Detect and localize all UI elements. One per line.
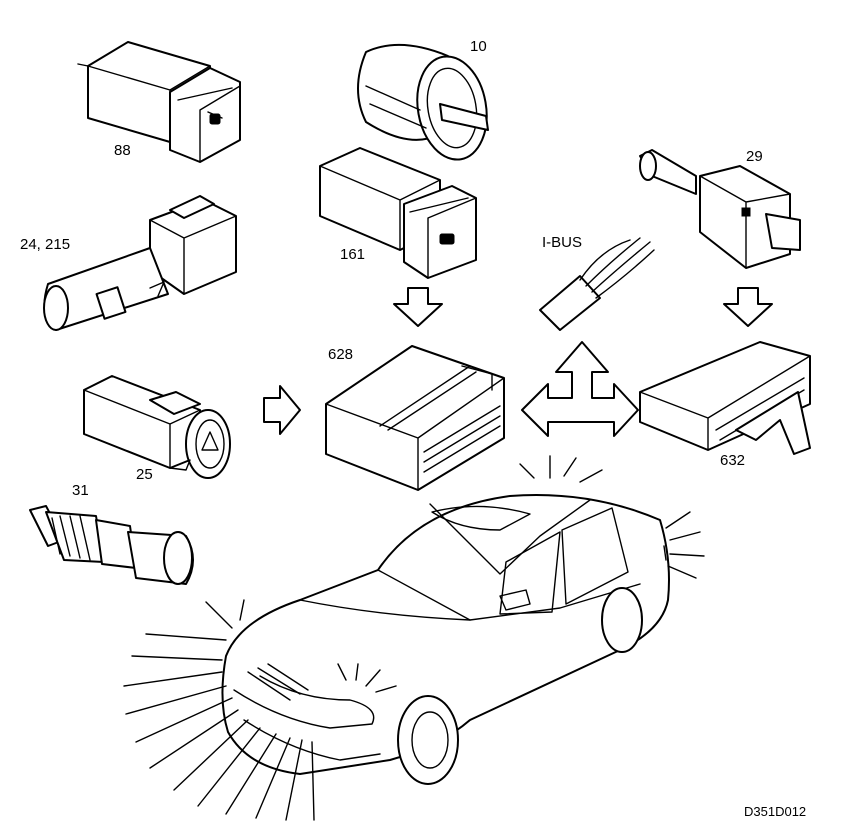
fog-light-switch-icon xyxy=(77,41,241,163)
flow-arrow-icon xyxy=(263,385,301,435)
car-illustration xyxy=(221,494,670,785)
component-label-632: 632 xyxy=(720,452,746,469)
control-module-icon xyxy=(639,341,811,455)
component-label-31: 31 xyxy=(72,482,89,499)
component-label-ibus: I-BUS xyxy=(542,234,583,251)
component-label-88: 88 xyxy=(114,142,131,159)
component-label-10: 10 xyxy=(470,38,487,55)
flow-arrow-icon xyxy=(393,287,443,327)
component-label-25: 25 xyxy=(136,466,153,483)
rear-fog-switch-icon xyxy=(319,147,477,279)
light-rays xyxy=(123,455,705,821)
bidirectional-arrow-icon xyxy=(521,341,639,437)
component-label-628: 628 xyxy=(328,346,354,363)
flow-arrow-icon xyxy=(723,287,773,327)
brake-light-switch-icon xyxy=(639,149,801,269)
light-switch-icon xyxy=(357,43,489,161)
drawing-reference: D351D012 xyxy=(744,804,807,819)
component-label-24-215: 24, 215 xyxy=(20,236,71,253)
component-label-29: 29 xyxy=(746,148,763,165)
bus-connector-icon xyxy=(539,237,655,331)
turn-signal-stalk-icon xyxy=(43,195,237,331)
hazard-switch-icon xyxy=(83,375,231,479)
control-module-icon xyxy=(325,345,505,491)
temperature-sensor-icon xyxy=(29,505,194,585)
component-label-161: 161 xyxy=(340,246,366,263)
